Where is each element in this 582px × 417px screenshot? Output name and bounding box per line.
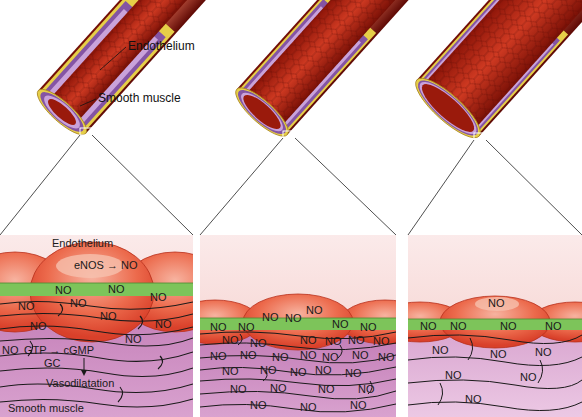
zoom-frame <box>80 128 92 135</box>
no-molecule: NO <box>322 351 339 363</box>
no-molecule: NO <box>155 318 172 330</box>
no-molecule: NO <box>300 334 317 346</box>
no-molecule: NO <box>125 333 142 345</box>
arrow-head <box>81 370 87 376</box>
no-molecule: NO <box>285 312 302 324</box>
no-molecule: NO <box>420 320 437 332</box>
no-molecule: NO <box>360 321 377 333</box>
no-molecule: NO <box>2 344 19 356</box>
no-molecule: NO <box>352 349 369 361</box>
zoom-frame <box>474 133 486 140</box>
no-molecule: NO <box>262 311 279 323</box>
no-molecule: NO <box>465 393 482 405</box>
no-molecule: NO <box>18 300 35 312</box>
no-molecule: NO <box>108 283 125 295</box>
leader-line <box>80 99 96 106</box>
no-molecule: NO <box>315 364 332 376</box>
no-molecule: NO <box>378 351 395 363</box>
no-molecule: NO <box>445 369 462 381</box>
label-text: Smooth muscle <box>8 402 84 414</box>
no-molecule: NO <box>500 320 517 332</box>
no-molecule: NO <box>520 371 537 383</box>
no-molecule: NO <box>55 284 72 296</box>
label-text: Endothelium <box>52 237 113 249</box>
no-molecule: NO <box>373 335 390 347</box>
no-molecule: NO <box>100 310 117 322</box>
no-molecule: NO <box>260 364 277 376</box>
no-molecule: NO <box>230 383 247 395</box>
no-molecule: NO <box>70 297 87 309</box>
no-molecule: NO <box>318 383 335 395</box>
zoom-panel <box>408 235 582 417</box>
label-text: Smooth muscle <box>98 92 181 105</box>
no-molecule: NO <box>290 366 307 378</box>
no-molecule: NO <box>345 367 362 379</box>
no-molecule: NO <box>450 320 467 332</box>
no-molecule: NO <box>358 383 375 395</box>
label-text: eNOS → NO <box>74 259 138 271</box>
no-molecule: NO <box>222 365 239 377</box>
no-molecule: NO <box>30 320 47 332</box>
label-text: Endothelium <box>128 40 195 53</box>
zoom-lines <box>0 135 582 235</box>
no-molecule: NO <box>150 291 167 303</box>
leader-line <box>100 47 126 70</box>
no-molecule: NO <box>332 318 349 330</box>
no-molecule: NO <box>300 349 317 361</box>
vessel <box>408 0 582 146</box>
vessel <box>32 0 260 141</box>
no-molecule: NO <box>325 335 342 347</box>
no-molecule: NO <box>222 334 239 346</box>
zoom-frame <box>283 131 295 138</box>
no-molecule: NO <box>350 399 367 411</box>
no-molecule: NO <box>240 349 257 361</box>
no-molecule: NO <box>300 401 317 413</box>
no-molecule: NO <box>238 321 255 333</box>
zoom-panel <box>200 235 396 417</box>
no-molecule: NO <box>432 344 449 356</box>
no-molecule: NO <box>270 382 287 394</box>
no-molecule: NO <box>348 334 365 346</box>
label-text: Vasodilatation <box>46 377 114 389</box>
no-molecule: NO <box>545 320 562 332</box>
no-molecule: NO <box>272 351 289 363</box>
no-molecule: NO <box>488 297 505 309</box>
no-molecule: NO <box>250 337 267 349</box>
no-molecule: NO <box>250 399 267 411</box>
no-molecule: NO <box>210 350 227 362</box>
label-text: GC <box>44 357 61 369</box>
no-molecule: NO <box>490 348 507 360</box>
no-molecule: NO <box>306 304 323 316</box>
zoom-panel <box>0 235 193 417</box>
no-molecule: NO <box>210 321 227 333</box>
label-text: GTP → cGMP <box>24 344 94 356</box>
no-molecule: NO <box>535 346 552 358</box>
